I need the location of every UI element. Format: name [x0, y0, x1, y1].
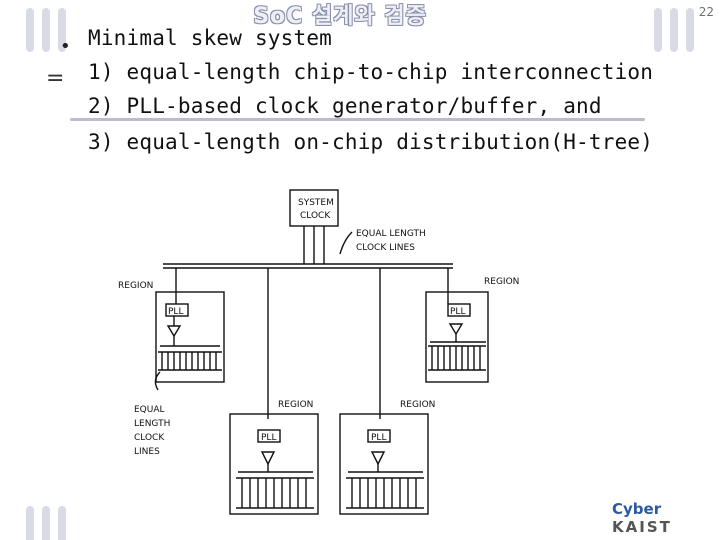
equal-length-label: CLOCK LINES	[356, 243, 415, 253]
pll-label: PLL	[261, 433, 276, 443]
slide-corner-decoration-top-left	[26, 8, 66, 52]
cyber-kaist-logo: Cyber KAIST	[612, 500, 720, 536]
list-item: 2) PLL-based clock generator/buffer, and	[88, 94, 602, 118]
pll-label: PLL	[168, 307, 183, 317]
title-divider	[70, 118, 645, 121]
equal-length-left-label: CLOCK	[134, 433, 165, 443]
system-clock-label: SYSTEM	[298, 198, 334, 208]
region-box-bottom-right	[339, 413, 429, 515]
logo-cyber-text: Cyber	[612, 500, 662, 518]
region-box-bottom-left	[229, 413, 319, 515]
equal-length-label: EQUAL LENGTH	[356, 229, 426, 239]
region-label: REGION	[484, 277, 519, 287]
pll-label: PLL	[371, 433, 386, 443]
region-box-left	[155, 291, 225, 383]
equal-length-left-label: LENGTH	[134, 419, 170, 429]
slide-title: SoC 설계와 검증	[253, 4, 427, 29]
region-label: REGION	[400, 400, 435, 410]
list-item: 3) equal-length on-chip distribution(H-t…	[88, 130, 654, 154]
page-number: 22	[698, 5, 714, 19]
pll-label: PLL	[450, 307, 465, 317]
list-item: 1) equal-length chip-to-chip interconnec…	[88, 60, 654, 84]
equal-length-left-label: LINES	[134, 447, 160, 457]
system-clock-label: CLOCK	[300, 211, 331, 221]
slide-corner-decoration-top-right	[654, 8, 694, 52]
region-label: REGION	[118, 281, 153, 291]
slide-corner-decoration-bottom-left	[26, 506, 66, 540]
clock-distribution-diagram: SYSTEM CLOCK EQUAL LENGTH CLOCK LINES RE…	[118, 189, 519, 515]
clock-distribution-figure: SYSTEM CLOCK EQUAL LENGTH CLOCK LINES RE…	[108, 174, 540, 534]
bullet-icon: •	[60, 36, 71, 57]
region-label: REGION	[278, 400, 313, 410]
bullet-heading: Minimal skew system	[88, 26, 333, 50]
equals-mark-icon: =	[46, 66, 65, 91]
equal-length-left-label: EQUAL	[134, 405, 165, 415]
region-box-right	[425, 291, 489, 383]
logo-kaist-text: KAIST	[612, 518, 672, 536]
